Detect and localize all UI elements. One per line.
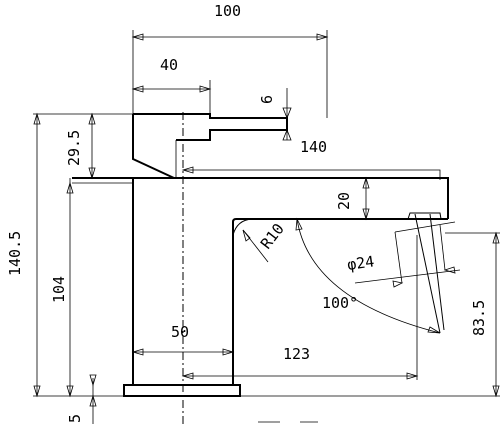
dim-overall-width: 100 [214, 2, 241, 20]
dim-base-thickness: 5 [66, 414, 84, 423]
dim-spout-thickness: 20 [335, 192, 353, 210]
dim-handle-depth: 40 [160, 56, 178, 74]
dim-spout-projection: 123 [283, 345, 310, 363]
dim-lever-height: 29.5 [65, 130, 83, 166]
dim-bend-radius: R10 [257, 220, 288, 252]
dim-body-height: 104 [50, 276, 68, 303]
dim-handle-thickness: 6 [258, 95, 276, 104]
dim-base-diameter: 50 [171, 323, 189, 341]
dim-outlet-height: 83.5 [470, 300, 488, 336]
dim-overall-height: 140.5 [6, 231, 24, 276]
dim-swivel-angle: 100° [322, 294, 358, 312]
tap-outline [72, 113, 449, 397]
dim-handle-reach: 140 [300, 138, 327, 156]
dim-outlet-diameter: φ24 [346, 252, 375, 274]
dimension-lines [33, 30, 500, 424]
